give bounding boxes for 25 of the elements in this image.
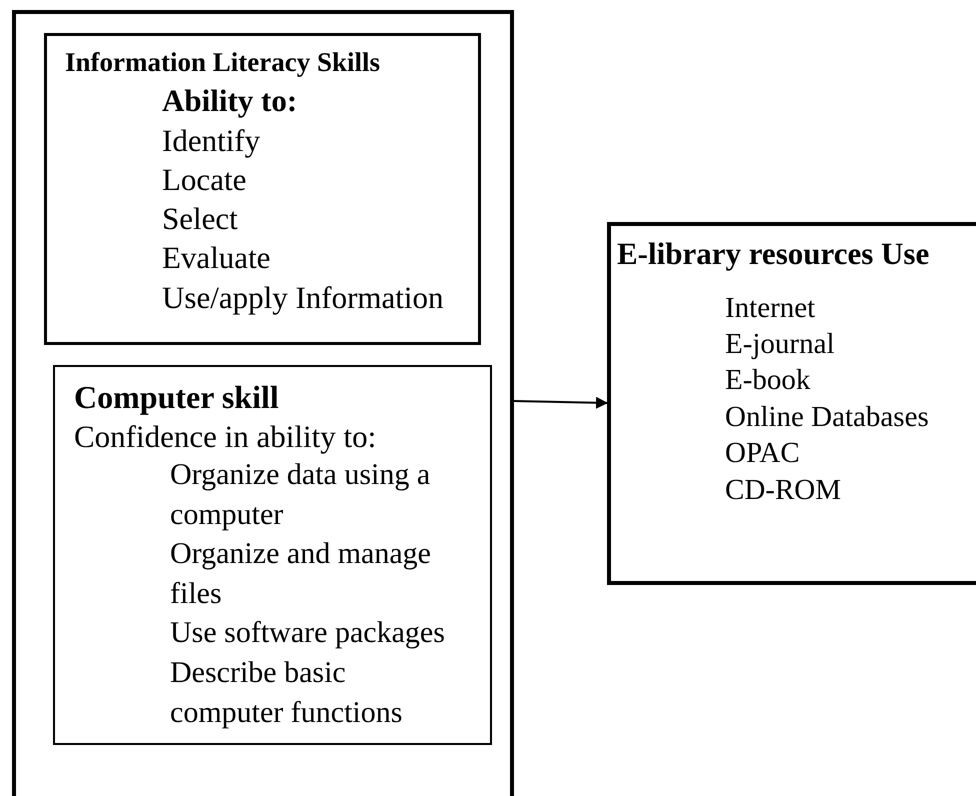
- list-item: Organize and manage files: [170, 536, 432, 612]
- list-item: E-journal: [725, 327, 836, 362]
- subheading: Ability to:: [162, 82, 298, 120]
- list-item: E-book: [725, 363, 812, 398]
- text-box: [607, 222, 976, 585]
- list-item: Use software packages: [170, 615, 446, 651]
- list-item: CD-ROM: [725, 473, 842, 508]
- list-item: Evaluate: [162, 239, 272, 277]
- text-box: [53, 365, 492, 745]
- list-item: Identify: [162, 122, 262, 160]
- list-item: Organize data using a computer: [170, 457, 432, 532]
- list-item: Internet: [725, 291, 816, 326]
- list-item: Select: [162, 200, 239, 238]
- list-item: Confidence in ability to:: [74, 418, 378, 456]
- list-item: Describe basic computer functions: [170, 655, 404, 730]
- heading: Information Literacy Skills: [65, 46, 381, 78]
- text-box: [44, 33, 481, 345]
- heading: E-library resources Use: [617, 236, 930, 272]
- list-item: Use/apply Information: [162, 279, 445, 317]
- list-item: Locate: [162, 161, 248, 199]
- frame-box: [12, 10, 514, 796]
- list-item: OPAC: [725, 436, 801, 471]
- list-item: Online Databases: [725, 400, 930, 435]
- heading: Computer skill: [74, 378, 280, 417]
- arrow: [514, 396, 608, 409]
